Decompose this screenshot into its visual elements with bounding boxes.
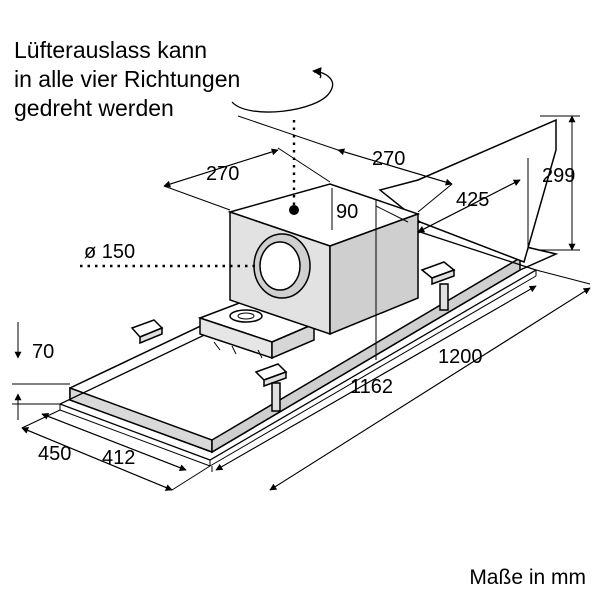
rotation-note-line-1: Lüfterauslass kann — [14, 37, 208, 63]
label-cutout-depth: 412 — [102, 447, 135, 469]
units-label: Maße in mm — [469, 566, 586, 589]
control-module — [197, 301, 317, 360]
label-total-depth: 450 — [38, 443, 71, 465]
dimension-labels: 270 270 ø 150 90 425 299 70 1162 1200 45… — [32, 148, 575, 469]
fan-box — [227, 183, 421, 336]
label-total-length: 1200 — [438, 346, 483, 368]
label-box-offset: 425 — [456, 189, 489, 211]
rotation-note-line-3: gedreht werden — [14, 95, 174, 121]
dimension-lines — [12, 115, 591, 491]
label-total-height: 299 — [542, 165, 575, 187]
mounting-brackets — [130, 261, 456, 412]
label-box-depth: 270 — [206, 163, 239, 185]
rotation-note-line-2: in alle vier Richtungen — [14, 66, 241, 92]
label-frame-height: 70 — [32, 341, 54, 363]
bracket-front — [254, 363, 288, 412]
bracket-left — [130, 319, 164, 345]
label-box-width: 270 — [372, 148, 405, 170]
label-cutout-length: 1162 — [350, 376, 393, 398]
rotate-arrow-icon — [231, 67, 334, 113]
label-outlet-offset: 90 — [336, 201, 358, 223]
rotation-note: Lüfterauslass kann in alle vier Richtung… — [14, 36, 240, 123]
label-outlet-diameter: ø 150 — [84, 241, 135, 263]
bracket-rear — [420, 261, 456, 311]
outlet-center-dot — [289, 205, 299, 215]
